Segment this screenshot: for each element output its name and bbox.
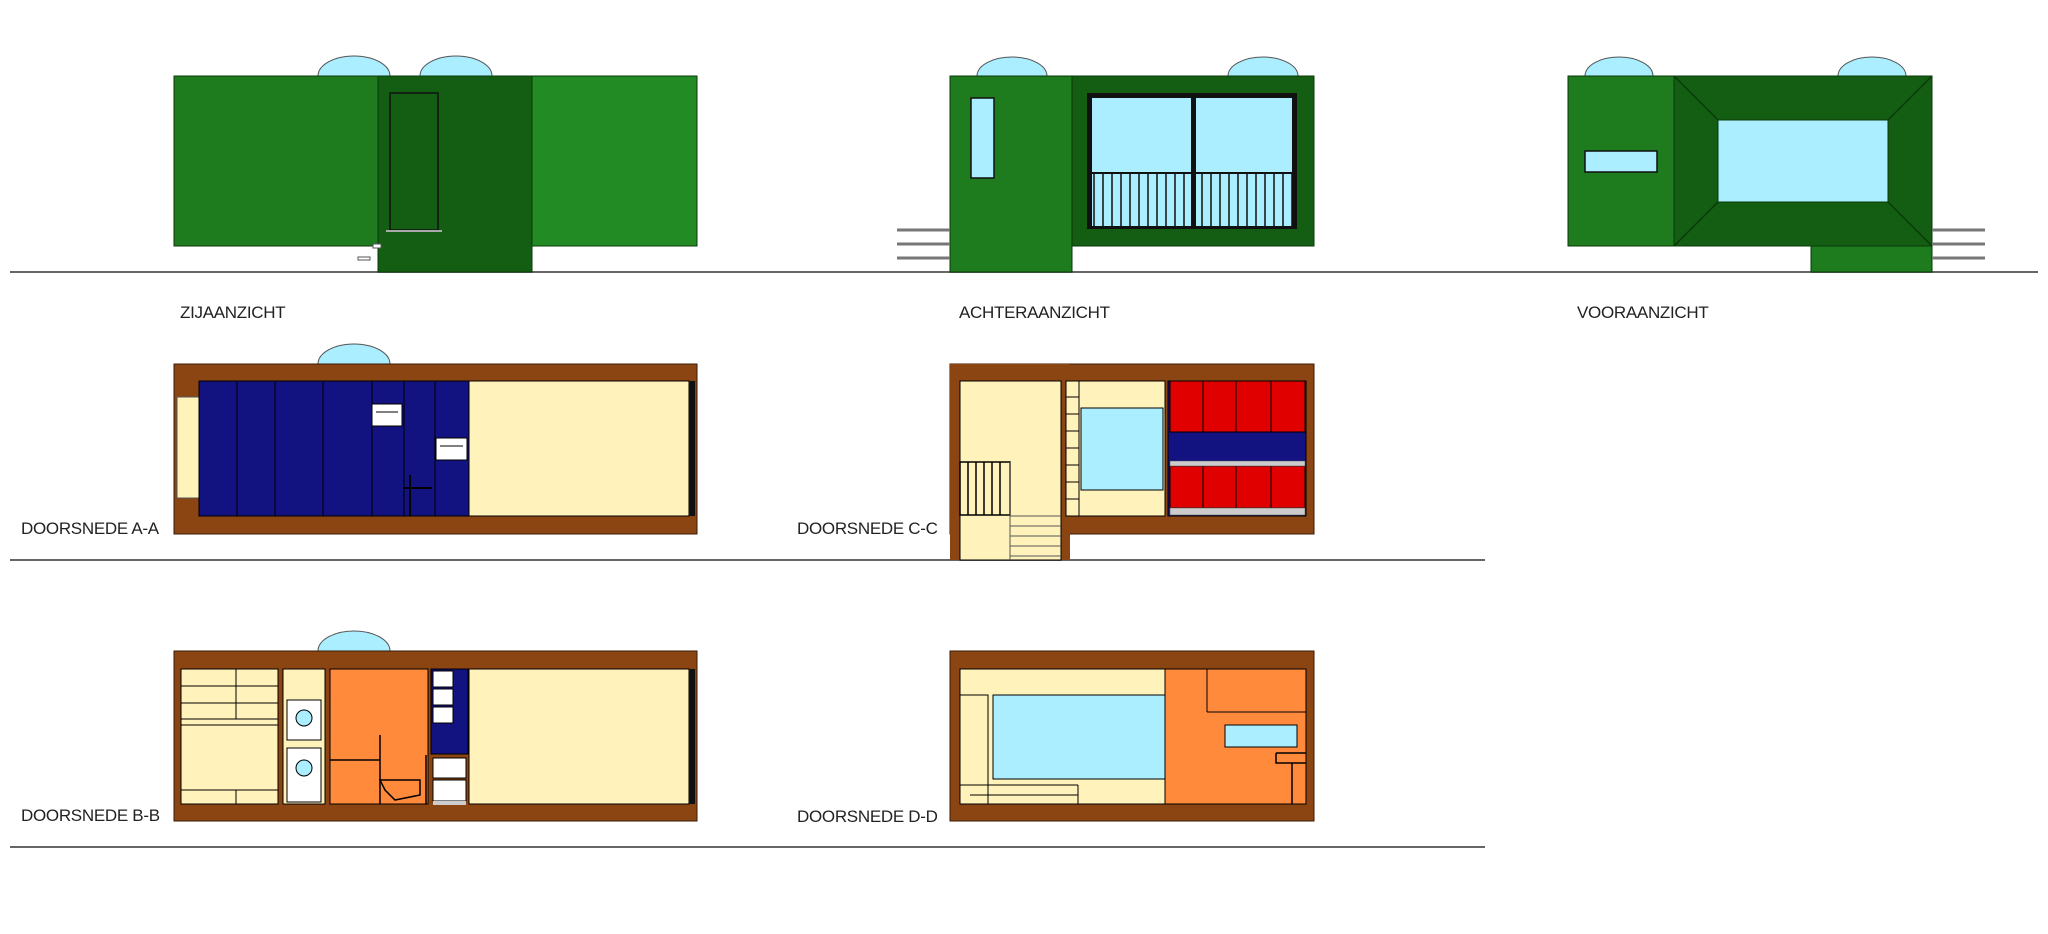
side-wall-volume-light	[531, 75, 698, 247]
bedroom-window	[992, 694, 1166, 780]
skylight-dome	[317, 343, 391, 365]
section-a-a-title: DOORSNEDE A-A	[21, 519, 160, 538]
entry-void	[176, 396, 200, 499]
front-elevation-title: VOORAANZICHT	[1577, 303, 1708, 322]
entrance-step	[372, 243, 382, 249]
skylight-dome	[419, 55, 493, 77]
bathroom-wall-tiles	[198, 380, 470, 517]
kitchen-cabinets	[180, 668, 279, 805]
side-door	[389, 92, 439, 231]
ladder	[1065, 380, 1080, 517]
rear-wall-left	[949, 75, 1073, 273]
bed-headboard	[959, 694, 989, 805]
glass-edge	[689, 669, 695, 804]
section-c-c-title: DOORSNEDE C-C	[797, 519, 938, 538]
bed	[960, 784, 1079, 804]
side-elevation-title: ZIJAANZICHT	[180, 303, 285, 322]
bathroom-shelves	[432, 670, 467, 802]
skylight-dome	[1584, 56, 1654, 77]
toilet	[330, 735, 427, 804]
floor-strip	[1169, 507, 1306, 516]
rear-elevation-title: ACHTERAANZICHT	[959, 303, 1110, 322]
rear-slot-window	[970, 97, 995, 179]
shelf	[1169, 460, 1306, 467]
stair-railing	[959, 461, 1011, 516]
living-room-interior	[468, 668, 690, 805]
front-window	[1717, 119, 1889, 203]
front-elevation: VOORAANZICHT	[1567, 56, 1985, 322]
dryer	[286, 747, 322, 803]
living-room-interior	[468, 380, 690, 517]
front-side-window	[1584, 150, 1658, 173]
side-elevation: ZIJAANZICHT	[173, 55, 698, 322]
skylight-dome	[1227, 56, 1299, 77]
skylight-dome	[976, 56, 1048, 77]
desk-window	[1224, 724, 1298, 748]
exterior-stairs	[1932, 228, 1985, 260]
interior-stairs	[1009, 462, 1061, 560]
glass-edge	[689, 381, 695, 516]
rear-window-pane	[1092, 98, 1191, 226]
skylight-dome	[317, 55, 391, 77]
washing-machine-drum	[295, 709, 313, 727]
section-d-d-title: DOORSNEDE D-D	[797, 807, 938, 826]
skylight-dome	[1837, 56, 1907, 77]
entrance-step	[357, 256, 371, 261]
skylight-dome	[317, 630, 391, 652]
desk	[1275, 752, 1306, 804]
balcony-railing	[1093, 173, 1293, 226]
washbasin	[371, 403, 403, 427]
bedroom-window	[1080, 407, 1164, 491]
section-b-b-title: DOORSNEDE B-B	[21, 806, 160, 825]
towel-rack	[404, 475, 432, 516]
front-base-volume	[1810, 245, 1933, 273]
rear-window-pane	[1196, 98, 1292, 226]
dryer-drum	[295, 759, 313, 777]
section-d-d: DOORSNEDE D-D	[797, 650, 1315, 826]
section-c-c: DOORSNEDE C-C	[797, 363, 1315, 561]
washbasin	[435, 437, 468, 461]
red-storage-cabinets	[1169, 380, 1306, 509]
rear-elevation: ACHTERAANZICHT	[897, 56, 1315, 322]
section-b-b: DOORSNEDE B-B	[21, 630, 698, 825]
front-window-bevel	[1673, 75, 1933, 247]
section-a-a: DOORSNEDE A-A	[21, 343, 698, 538]
exterior-stairs	[897, 228, 950, 260]
floor-strip	[433, 801, 466, 805]
